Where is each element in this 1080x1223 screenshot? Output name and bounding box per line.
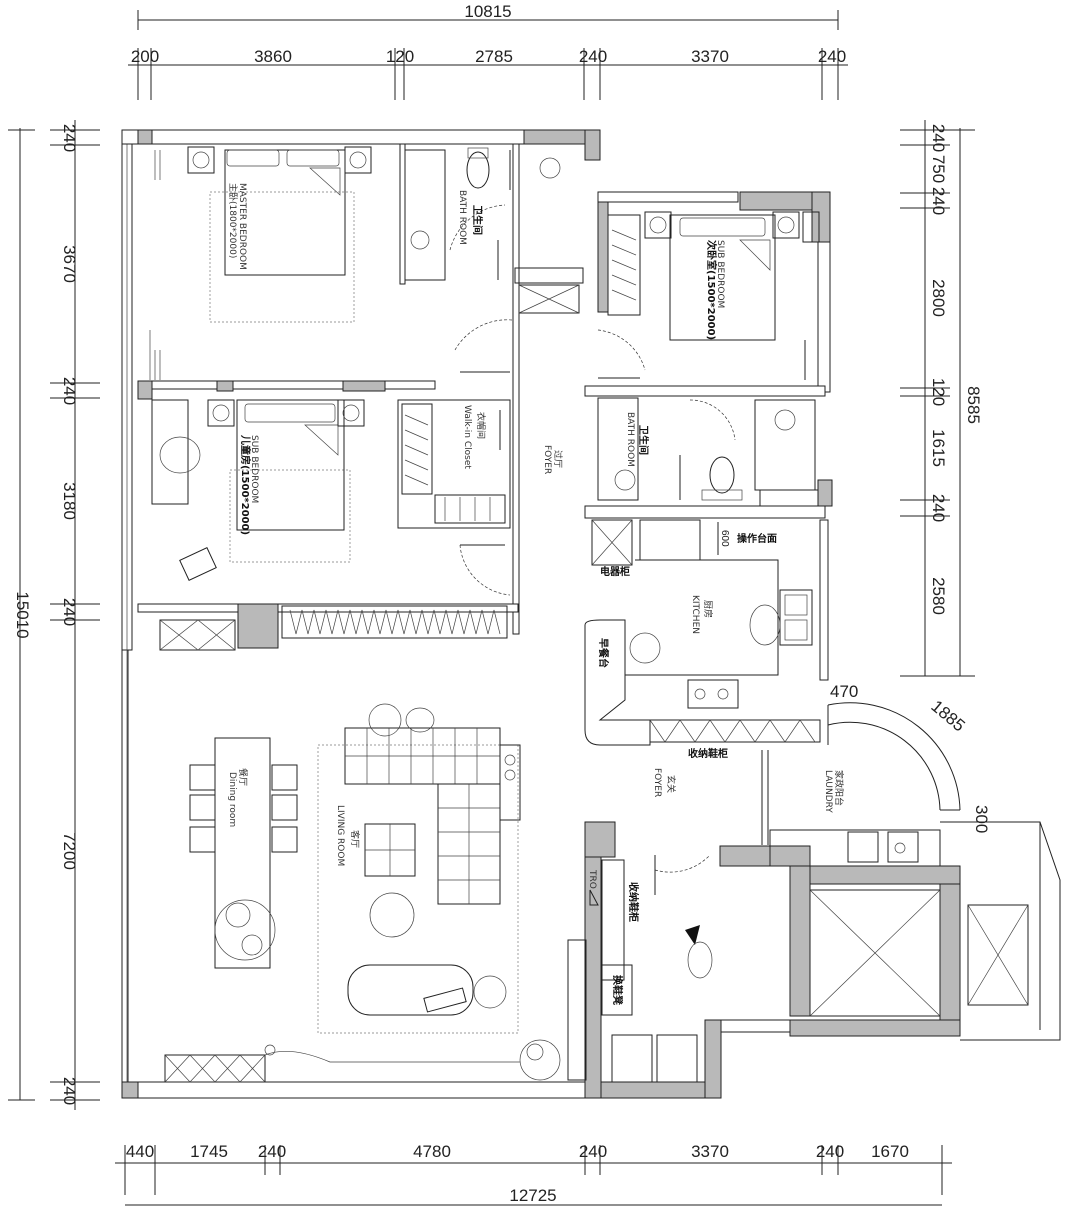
dim-bottom-4780: 4780 (413, 1142, 451, 1161)
dimension-bottom: 440 1745 240 4780 240 3370 240 1670 1272… (115, 1142, 952, 1206)
master-bath-label-en: BATH ROOM (457, 190, 467, 245)
walk-in-closet: 衣帽间 Walk-in Closet (397, 319, 513, 596)
dim-laundry-300: 300 (972, 805, 991, 833)
laundry: 470 1885 300 家政阳台 LAUNDRY (769, 682, 1061, 1041)
dim-top-3370: 3370 (691, 47, 729, 66)
dining: 餐厅 Dining room (189, 737, 298, 969)
dim-bottom-240a: 240 (258, 1142, 286, 1161)
dim-left-240c: 240 (60, 598, 79, 626)
master-bedroom: 主卧(1800*2000) MASTER BEDROOM (149, 146, 372, 380)
dim-top-total: 10815 (464, 2, 511, 21)
tro-tag: TRO (587, 869, 597, 889)
kitchen-label-cn: 厨房 (702, 600, 714, 618)
dim-laundry-470: 470 (830, 682, 858, 701)
walkin-label-cn: 衣帽间 (475, 412, 487, 439)
master-bath-label-cn: 卫生间 (471, 205, 484, 235)
dim-right-total: 8585 (964, 386, 983, 424)
child-room-label-cn: 儿童房(1500*2000) (239, 434, 252, 535)
dim-bottom-440: 440 (126, 1142, 154, 1161)
dim-top-200: 200 (131, 47, 159, 66)
dim-right-750: 750 (929, 155, 948, 183)
shoe-cabinet-label: 收纳鞋柜 (688, 747, 728, 760)
dim-right-1615: 1615 (929, 429, 948, 467)
dim-bottom-3370: 3370 (691, 1142, 729, 1161)
dim-right-240b: 240 (929, 187, 948, 215)
foyer-hall: 过厅 FOYER (542, 445, 564, 474)
master-bedroom-label-en: MASTER BEDROOM (237, 183, 247, 270)
bath-right-label-cn: 卫生间 (637, 425, 650, 455)
dimension-left: 15010 240 3670 240 3180 240 7200 240 (8, 120, 100, 1110)
bath-right: 卫生间 BATH ROOM (597, 397, 819, 507)
entry-label-en: FOYER (652, 768, 662, 797)
dim-laundry-arc: 1885 (927, 697, 968, 736)
living-label-en: LIVING ROOM (335, 805, 345, 866)
walls (121, 129, 961, 1099)
dimension-right: 8585 240 750 240 2800 120 1615 240 2580 (900, 120, 983, 677)
kitchen-counter-label: 操作台面 (737, 532, 777, 545)
closet-lines (149, 150, 161, 380)
dim-bottom-240c: 240 (816, 1142, 844, 1161)
dim-left-3670: 3670 (60, 245, 79, 283)
storage-cabinet-label: 收纳鞋柜 (627, 882, 640, 922)
master-bath: 卫生间 BATH ROOM (404, 147, 584, 314)
dim-top-120: 120 (386, 47, 414, 66)
sub-bedroom-right-label-en: SUB BEDROOM (715, 240, 725, 308)
bath-right-label-en: BATH ROOM (625, 412, 635, 467)
foyer-hall-label-en: FOYER (542, 445, 552, 474)
dim-left-3180: 3180 (60, 482, 79, 520)
dim-top-240b: 240 (818, 47, 846, 66)
dim-right-240a: 240 (929, 124, 948, 152)
foyer-hall-label-cn: 过厅 (552, 450, 564, 468)
dim-left-240a: 240 (60, 124, 79, 152)
walkin-label-en: Walk-in Closet (462, 405, 472, 469)
dim-left-total: 15010 (13, 591, 32, 638)
dimension-top: 10815 200 3860 120 2785 240 3370 240 (128, 2, 848, 100)
kitchen-label-en: KITCHEN (690, 595, 700, 634)
dim-left-240b: 240 (60, 377, 79, 405)
dim-kitchen-600: 600 (719, 530, 730, 547)
appliance-label: 电器柜 (600, 565, 630, 578)
dim-top-240a: 240 (579, 47, 607, 66)
dim-bottom-1670: 1670 (871, 1142, 909, 1161)
bottom-cabinet (164, 1034, 698, 1083)
dim-right-2800: 2800 (929, 279, 948, 317)
sub-bedroom-right: 次卧室(1500*2000) SUB BEDROOM (597, 211, 820, 380)
entry-foyer: 玄关 FOYER 收纳鞋柜 换鞋凳 TRO (567, 750, 769, 1081)
laundry-label-cn: 家政阳台 (833, 770, 845, 806)
dim-top-3860: 3860 (254, 47, 292, 66)
living-label-cn: 客厅 (349, 830, 361, 848)
dim-right-240c: 240 (929, 494, 948, 522)
entry-label-cn: 玄关 (665, 775, 677, 793)
wardrobe-row (159, 605, 508, 651)
living-room: 客厅 LIVING ROOM (317, 703, 521, 1034)
dim-left-7200: 7200 (60, 832, 79, 870)
dim-bottom-total: 12725 (509, 1186, 556, 1205)
dim-bottom-240b: 240 (579, 1142, 607, 1161)
dining-label-en: Dining room (227, 772, 237, 827)
walkin-hangers (404, 414, 429, 486)
dim-left-240d: 240 (60, 1077, 79, 1105)
sub-bedroom-right-label-cn: 次卧室(1500*2000) (705, 240, 718, 340)
dim-top-2785: 2785 (475, 47, 513, 66)
master-bedroom-label-cn: 主卧(1800*2000) (227, 183, 239, 258)
dim-right-120: 120 (929, 378, 948, 406)
closet-hangers (611, 229, 637, 301)
shoe-bench-label: 换鞋凳 (611, 975, 624, 1005)
laundry-label-en: LAUNDRY (823, 770, 833, 813)
kitchen: 600 操作台面 电器柜 早餐台 厨房 KITCHEN 收纳鞋柜 (584, 519, 821, 760)
child-room: 儿童房(1500*2000) SUB BEDROOM (151, 399, 365, 581)
dining-label-cn: 餐厅 (237, 768, 249, 786)
dim-bottom-1745: 1745 (190, 1142, 228, 1161)
child-room-label-en: SUB BEDROOM (249, 435, 259, 503)
breakfast-label: 早餐台 (597, 638, 610, 668)
dim-right-2580: 2580 (929, 577, 948, 615)
